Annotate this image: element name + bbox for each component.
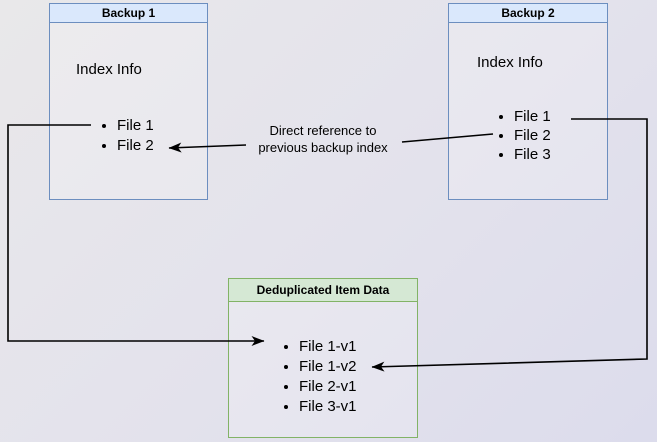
edge-label-line2: previous backup index bbox=[258, 139, 388, 155]
list-item: File 2 bbox=[117, 136, 154, 156]
edge-label-direct-reference: Direct reference to previous backup inde… bbox=[213, 123, 433, 156]
list-item: File 1 bbox=[514, 107, 551, 126]
backup2-file-list: File 1 File 2 File 3 bbox=[487, 107, 551, 164]
list-item: File 2-v1 bbox=[299, 377, 357, 397]
node-backup1-title: Backup 1 bbox=[50, 4, 207, 23]
backup1-index-info-label: Index Info bbox=[76, 61, 142, 78]
list-item: File 1-v2 bbox=[299, 357, 357, 377]
list-item: File 1 bbox=[117, 116, 154, 136]
list-item: File 2 bbox=[514, 126, 551, 145]
list-item: File 1-v1 bbox=[299, 337, 357, 357]
node-dedup-title: Deduplicated Item Data bbox=[229, 279, 417, 302]
backup1-file-list: File 1 File 2 bbox=[90, 116, 154, 156]
list-item: File 3 bbox=[514, 145, 551, 164]
edge-label-line1: Direct reference to bbox=[269, 123, 377, 138]
backup2-index-info-label: Index Info bbox=[477, 54, 543, 71]
node-backup1: Backup 1 Index Info File 1 File 2 bbox=[49, 3, 208, 200]
list-item: File 3-v1 bbox=[299, 397, 357, 417]
node-deduplicated-item-data: Deduplicated Item Data File 1-v1 File 1-… bbox=[228, 278, 418, 438]
node-backup2: Backup 2 Index Info File 1 File 2 File 3 bbox=[448, 3, 608, 200]
dedup-file-list: File 1-v1 File 1-v2 File 2-v1 File 3-v1 bbox=[272, 337, 357, 417]
node-backup2-title: Backup 2 bbox=[449, 4, 607, 23]
